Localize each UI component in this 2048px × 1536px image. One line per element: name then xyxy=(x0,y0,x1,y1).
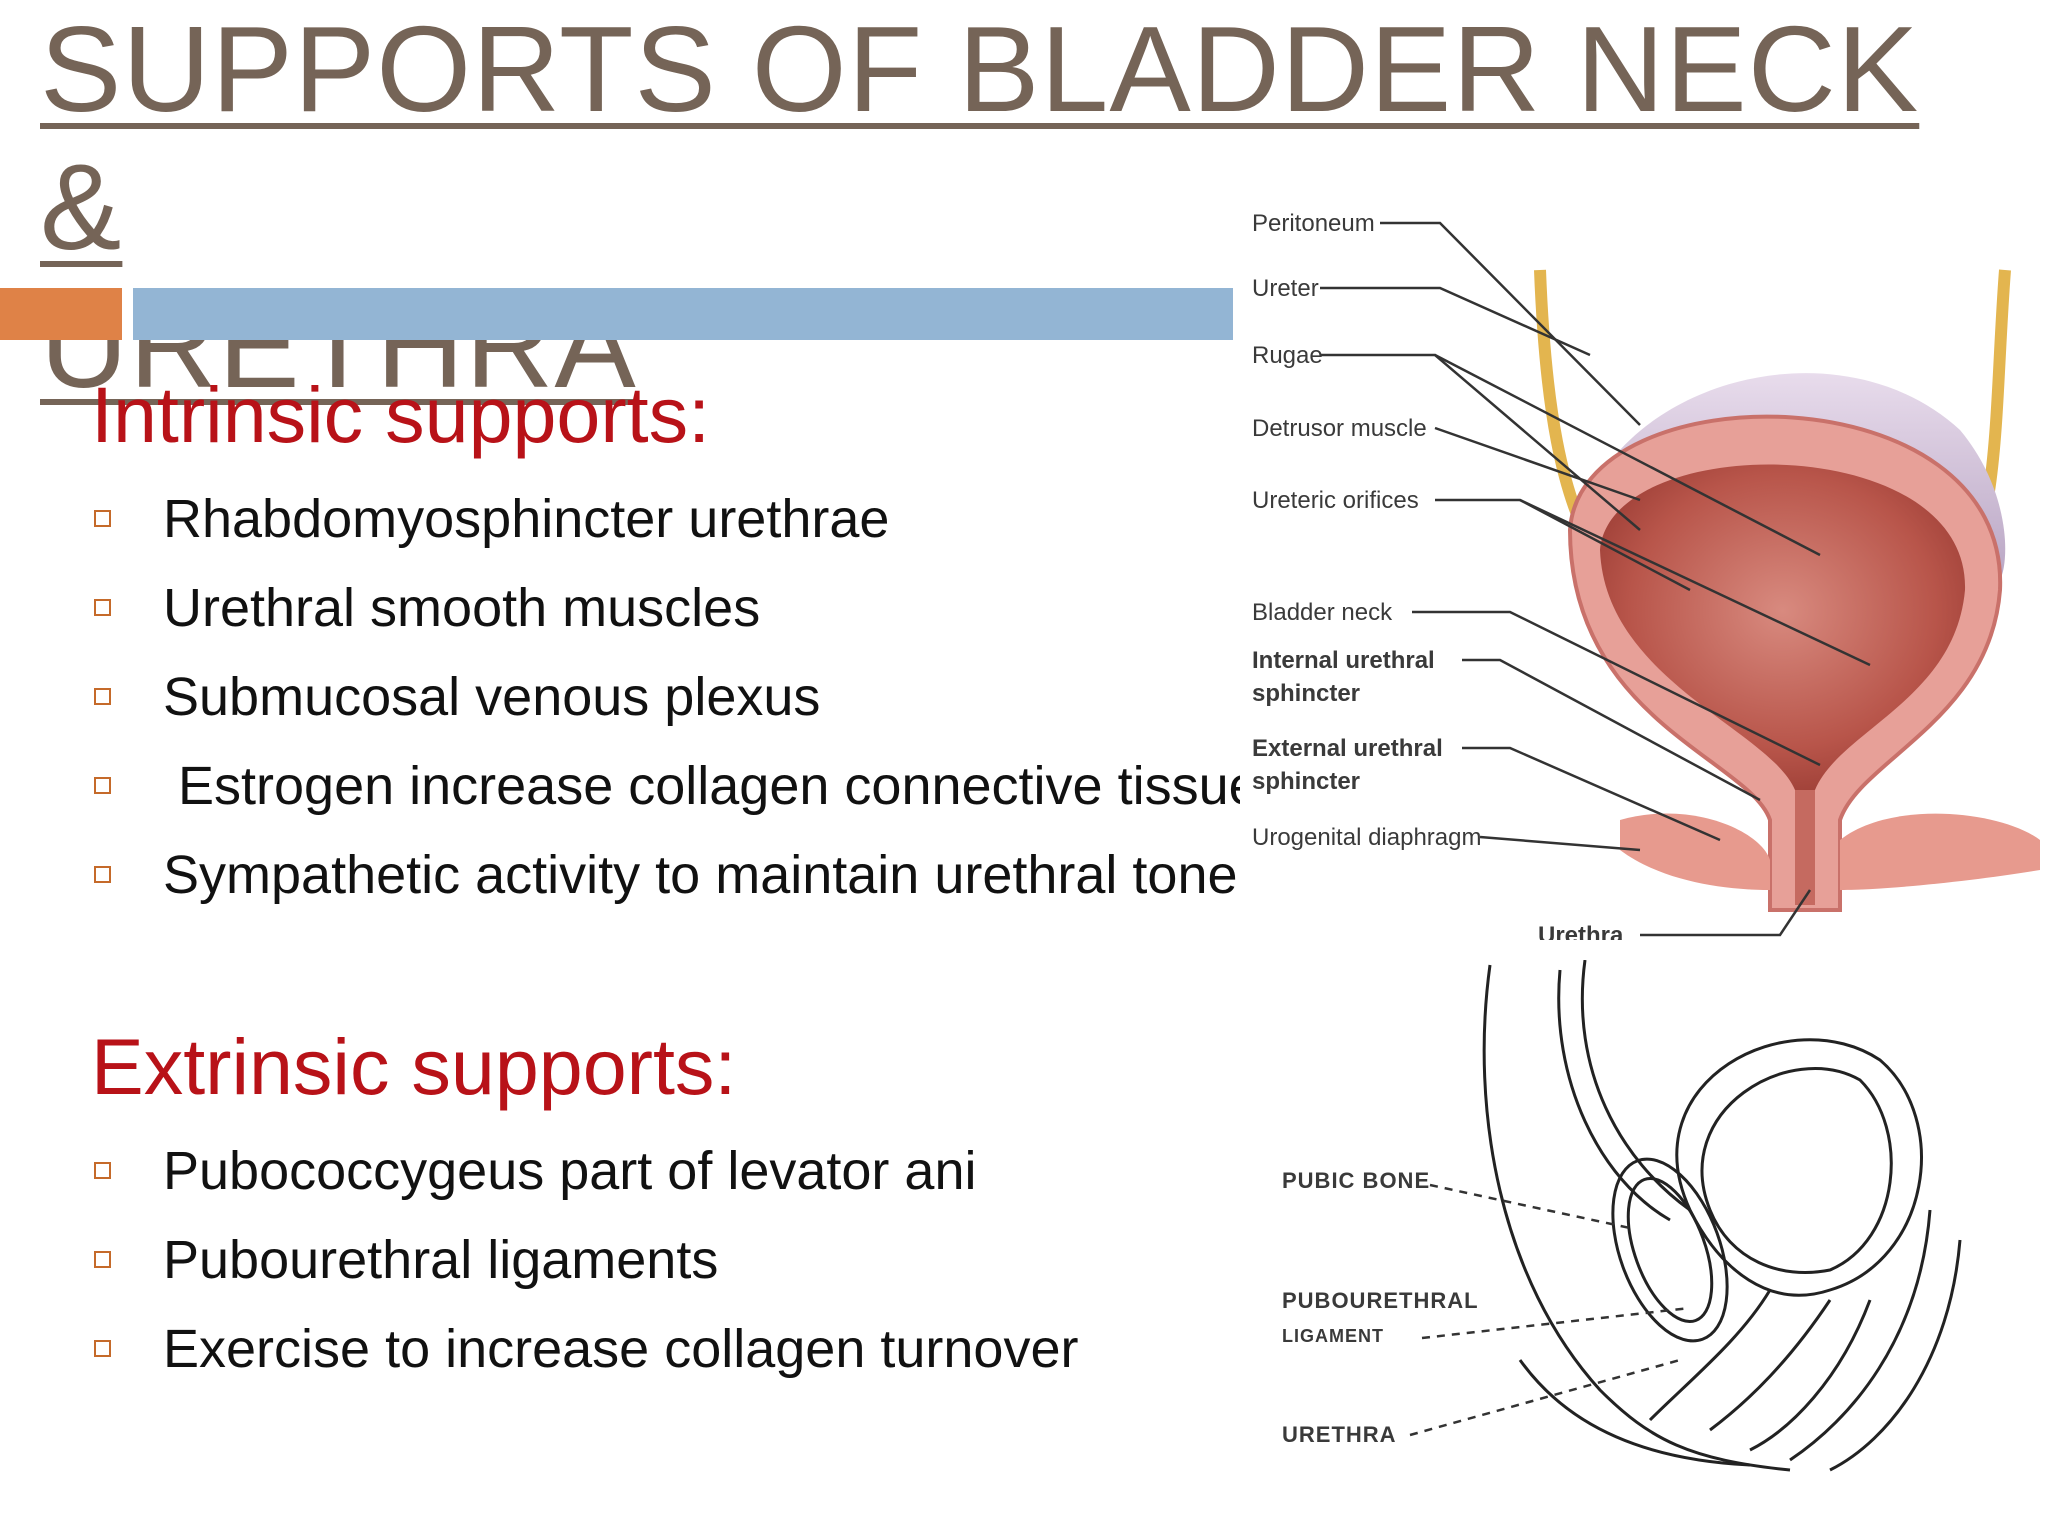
bladder-anatomy-figure: Peritoneum Ureter Rugae Detrusor muscle … xyxy=(1252,210,2040,940)
square-bullet-icon xyxy=(94,599,111,616)
list-item: Urethral smooth muscles xyxy=(91,577,1240,666)
label-bladder-neck: Bladder neck xyxy=(1252,599,1393,626)
urogenital-diaphragm-left-shape xyxy=(1620,813,1770,890)
list-item: Pubourethral ligaments xyxy=(91,1229,1078,1318)
list-item-text: Exercise to increase collagen turnover xyxy=(163,1319,1079,1379)
sagittal-pelvis-figure: PUBIC BONE PUBOURETHRAL LIGAMENT URETHRA xyxy=(1282,960,1962,1472)
extrinsic-list: Pubococcygeus part of levator ani Pubour… xyxy=(91,1140,1078,1407)
label-ureter: Ureter xyxy=(1252,275,1319,302)
extrinsic-heading: Extrinsic supports: xyxy=(91,1022,737,1111)
square-bullet-icon xyxy=(94,510,111,527)
leader-lines xyxy=(1320,221,1871,937)
bladder-lumen-shape xyxy=(1600,464,1966,790)
label-pubourethral-1: PUBOURETHRAL xyxy=(1282,1288,1479,1313)
list-item-text: Rhabdomyosphincter urethrae xyxy=(163,489,890,549)
list-item: Exercise to increase collagen turnover xyxy=(91,1318,1078,1407)
urogenital-diaphragm-right-shape xyxy=(1840,813,2040,890)
accent-bar-orange xyxy=(0,288,122,340)
label-urogenital-diaphragm: Urogenital diaphragm xyxy=(1252,824,1481,851)
list-item-text: Estrogen increase collagen connective ti… xyxy=(163,756,1240,816)
list-item: Pubococcygeus part of levator ani xyxy=(91,1140,1078,1229)
square-bullet-icon xyxy=(94,1251,111,1268)
label-peritoneum: Peritoneum xyxy=(1252,210,1375,237)
sagittal-labels: PUBIC BONE PUBOURETHRAL LIGAMENT URETHRA xyxy=(1282,1168,1479,1447)
square-bullet-icon xyxy=(94,688,111,705)
intrinsic-list: Rhabdomyosphincter urethrae Urethral smo… xyxy=(91,488,1240,933)
list-item-text: Urethral smooth muscles xyxy=(163,578,761,638)
square-bullet-icon xyxy=(94,866,111,883)
slide-body: Intrinsic supports: Rhabdomyosphincter u… xyxy=(91,370,1240,1407)
label-urethra-sagittal: URETHRA xyxy=(1282,1422,1397,1447)
urethra-shape xyxy=(1795,790,1815,905)
list-item-text: Sympathetic activity to maintain urethra… xyxy=(163,845,1238,905)
label-detrusor: Detrusor muscle xyxy=(1252,415,1427,442)
label-internal-sphincter-2: sphincter xyxy=(1252,680,1360,707)
intrinsic-heading: Intrinsic supports: xyxy=(91,370,711,459)
label-urethra: Urethra xyxy=(1538,922,1624,940)
label-internal-sphincter-1: Internal urethral xyxy=(1252,647,1435,674)
sagittal-drawing xyxy=(1482,960,1962,1472)
list-item: Submucosal venous plexus xyxy=(91,666,1240,755)
list-item-text: Pubourethral ligaments xyxy=(163,1230,719,1290)
list-item: Estrogen increase collagen connective ti… xyxy=(91,755,1240,844)
label-external-sphincter-2: sphincter xyxy=(1252,768,1360,795)
slide-title-line-1: SUPPORTS OF BLADDER NECK & xyxy=(40,1,1920,275)
label-rugae: Rugae xyxy=(1252,342,1323,369)
bladder-labels: Peritoneum Ureter Rugae Detrusor muscle … xyxy=(1252,210,1624,940)
list-item-text: Pubococcygeus part of levator ani xyxy=(163,1141,977,1201)
list-item: Sympathetic activity to maintain urethra… xyxy=(91,844,1240,933)
label-pubourethral-2: LIGAMENT xyxy=(1282,1326,1384,1346)
label-pubic-bone: PUBIC BONE xyxy=(1282,1168,1430,1193)
square-bullet-icon xyxy=(94,777,111,794)
label-ureteric-orifices: Ureteric orifices xyxy=(1252,487,1419,514)
list-item: Rhabdomyosphincter urethrae xyxy=(91,488,1240,577)
square-bullet-icon xyxy=(94,1162,111,1179)
label-external-sphincter-1: External urethral xyxy=(1252,735,1443,762)
accent-bar-blue xyxy=(133,288,1233,340)
dashed-leaders xyxy=(1409,1183,1691,1437)
square-bullet-icon xyxy=(94,1340,111,1357)
list-item-text: Submucosal venous plexus xyxy=(163,667,821,727)
